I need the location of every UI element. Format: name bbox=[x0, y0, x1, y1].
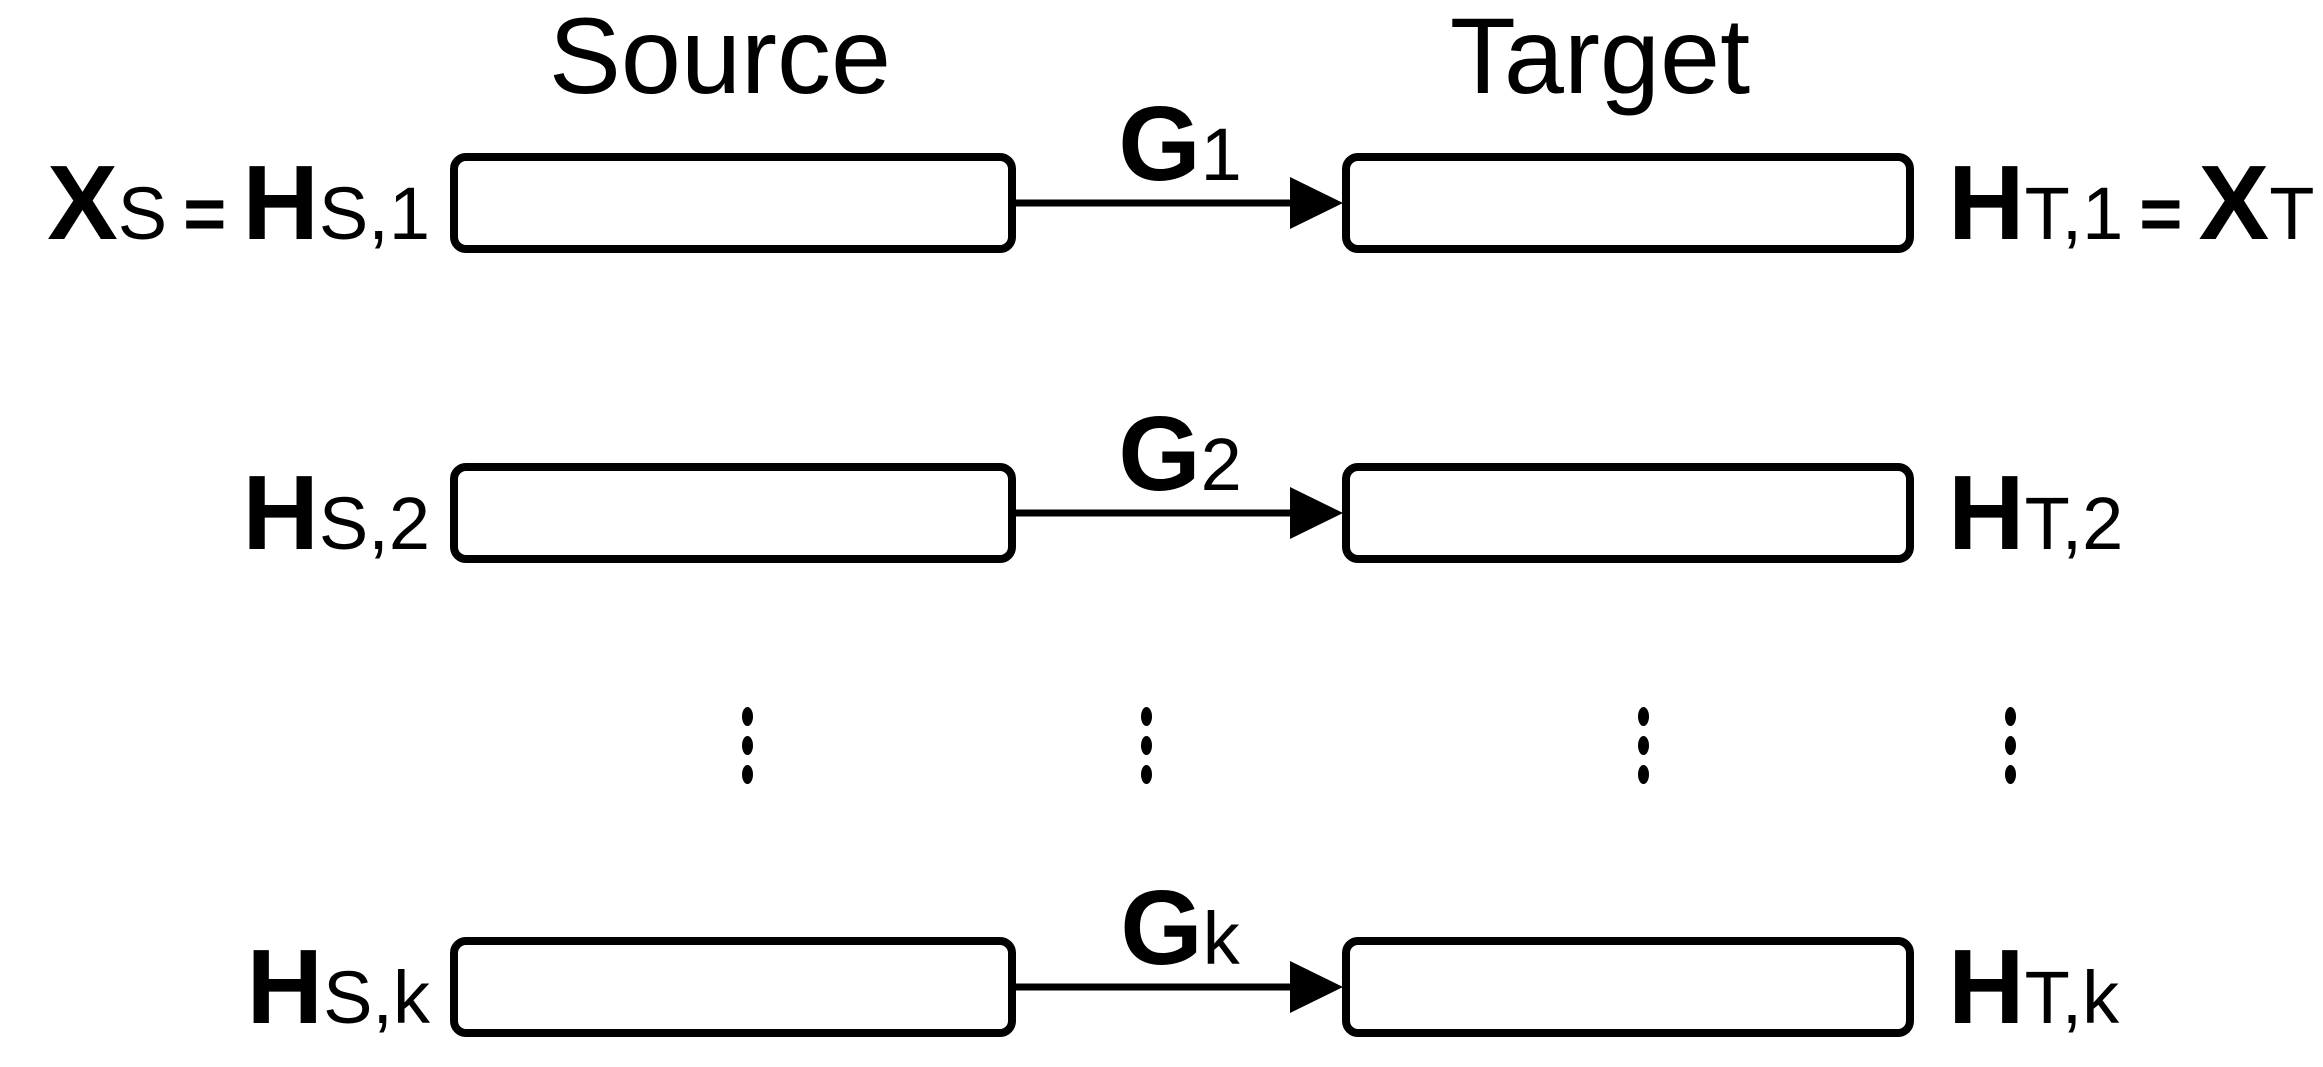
target-representation-box bbox=[1342, 937, 1914, 1037]
gate-subscript: k bbox=[1202, 897, 1240, 980]
matrix-subscript: S bbox=[117, 172, 168, 255]
matrix-symbol: X bbox=[47, 144, 118, 262]
target-column-title: Target bbox=[1449, 0, 1751, 116]
gate-subscript: 2 bbox=[1200, 423, 1242, 506]
ellipsis-dot bbox=[1637, 707, 1649, 726]
ellipsis-dot bbox=[741, 765, 753, 784]
matrix-subscript: T bbox=[2269, 172, 2315, 255]
ellipsis-dot bbox=[1140, 736, 1152, 755]
ellipsis-dot bbox=[1140, 707, 1152, 726]
arrow-line bbox=[1016, 509, 1292, 517]
ellipsis-dot bbox=[1140, 765, 1152, 784]
gate-symbol: G bbox=[1120, 869, 1203, 987]
arrow-line bbox=[1016, 983, 1292, 991]
target-representation-box bbox=[1342, 153, 1914, 253]
matrix-subscript: T,2 bbox=[2024, 482, 2124, 565]
row-1-left-label: XS=HS,1 bbox=[0, 150, 430, 256]
diagram-row-k: HS,k Gk HT,k bbox=[0, 875, 2323, 1040]
equals-sign: = bbox=[183, 172, 227, 255]
ellipsis-dot bbox=[2004, 765, 2016, 784]
arrow-line bbox=[1016, 199, 1292, 207]
arrowhead-icon bbox=[1290, 487, 1343, 539]
matrix-symbol: H bbox=[242, 144, 319, 262]
vertical-ellipsis bbox=[1140, 707, 1152, 794]
source-representation-box bbox=[450, 153, 1016, 253]
ellipsis-dot bbox=[2004, 736, 2016, 755]
gate-subscript: 1 bbox=[1200, 113, 1242, 196]
vertical-ellipsis bbox=[2004, 707, 2016, 794]
target-representation-box bbox=[1342, 463, 1914, 563]
gate-label: G1 bbox=[1016, 91, 1344, 197]
arrowhead-icon bbox=[1290, 177, 1343, 229]
matrix-subscript: T,k bbox=[2024, 956, 2120, 1039]
ellipsis-dot bbox=[741, 736, 753, 755]
gate-label: G2 bbox=[1016, 401, 1344, 507]
arrowhead-icon bbox=[1290, 961, 1343, 1013]
matrix-symbol: H bbox=[1948, 928, 2025, 1046]
gate-symbol: G bbox=[1118, 85, 1201, 203]
vertical-ellipsis bbox=[1637, 707, 1649, 794]
diagram-row-2: HS,2 G2 HT,2 bbox=[0, 401, 2323, 566]
matrix-subscript: S,1 bbox=[318, 172, 430, 255]
source-representation-box bbox=[450, 937, 1016, 1037]
matrix-symbol: X bbox=[2198, 144, 2270, 262]
row-k-left-label: HS,k bbox=[0, 934, 430, 1040]
ellipsis-dot bbox=[1637, 765, 1649, 784]
diagram-row-1: XS=HS,1 G1 HT,1=XT bbox=[0, 91, 2323, 256]
matrix-subscript: T,1 bbox=[2024, 172, 2124, 255]
ellipsis-dot bbox=[2004, 707, 2016, 726]
matrix-subscript: S,k bbox=[323, 956, 430, 1039]
source-representation-box bbox=[450, 463, 1016, 563]
ellipsis-dot bbox=[741, 707, 753, 726]
vertical-ellipsis bbox=[741, 707, 753, 794]
matrix-symbol: H bbox=[1948, 144, 2025, 262]
row-1-right-label: HT,1=XT bbox=[1948, 150, 2314, 256]
gate-symbol: G bbox=[1118, 395, 1201, 513]
source-column-title: Source bbox=[548, 0, 892, 116]
matrix-symbol: H bbox=[242, 454, 319, 572]
matrix-subscript: S,2 bbox=[318, 482, 430, 565]
gate-label: Gk bbox=[1016, 875, 1344, 981]
equals-sign: = bbox=[2139, 172, 2183, 255]
row-k-right-label: HT,k bbox=[1948, 934, 2119, 1040]
matrix-symbol: H bbox=[1948, 454, 2025, 572]
matrix-symbol: H bbox=[246, 928, 324, 1046]
row-2-left-label: HS,2 bbox=[0, 460, 430, 566]
row-2-right-label: HT,2 bbox=[1948, 460, 2123, 566]
ellipsis-dot bbox=[1637, 736, 1649, 755]
